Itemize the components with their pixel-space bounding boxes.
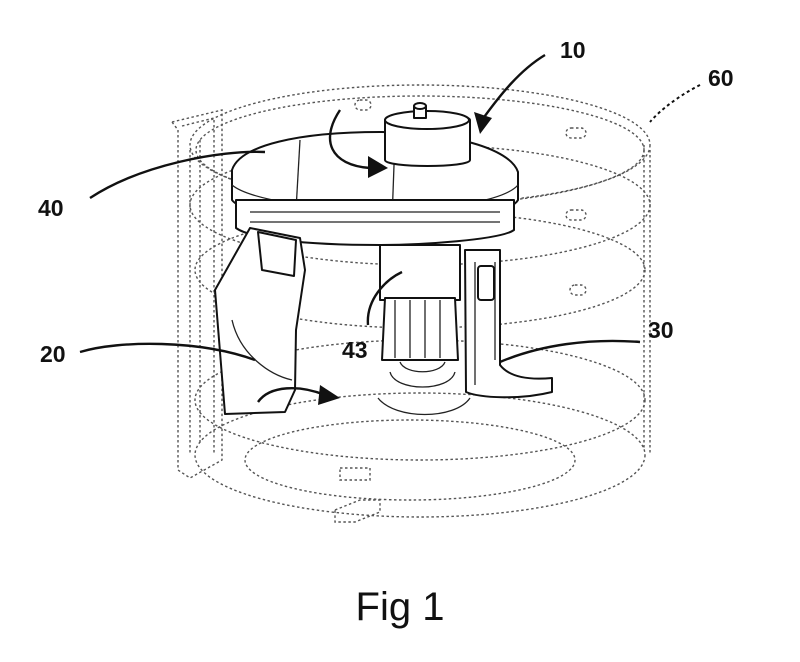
reference-labels: 10 60 40 20 43 30 xyxy=(38,37,734,367)
figure-caption: Fig 1 xyxy=(356,585,445,629)
leader-lines xyxy=(79,53,701,364)
label-10: 10 xyxy=(560,37,586,63)
label-43: 43 xyxy=(342,337,368,363)
label-30: 30 xyxy=(648,317,674,343)
label-20: 20 xyxy=(40,341,66,367)
label-40: 40 xyxy=(38,195,64,221)
device-body xyxy=(214,102,553,416)
label-60: 60 xyxy=(708,65,734,91)
